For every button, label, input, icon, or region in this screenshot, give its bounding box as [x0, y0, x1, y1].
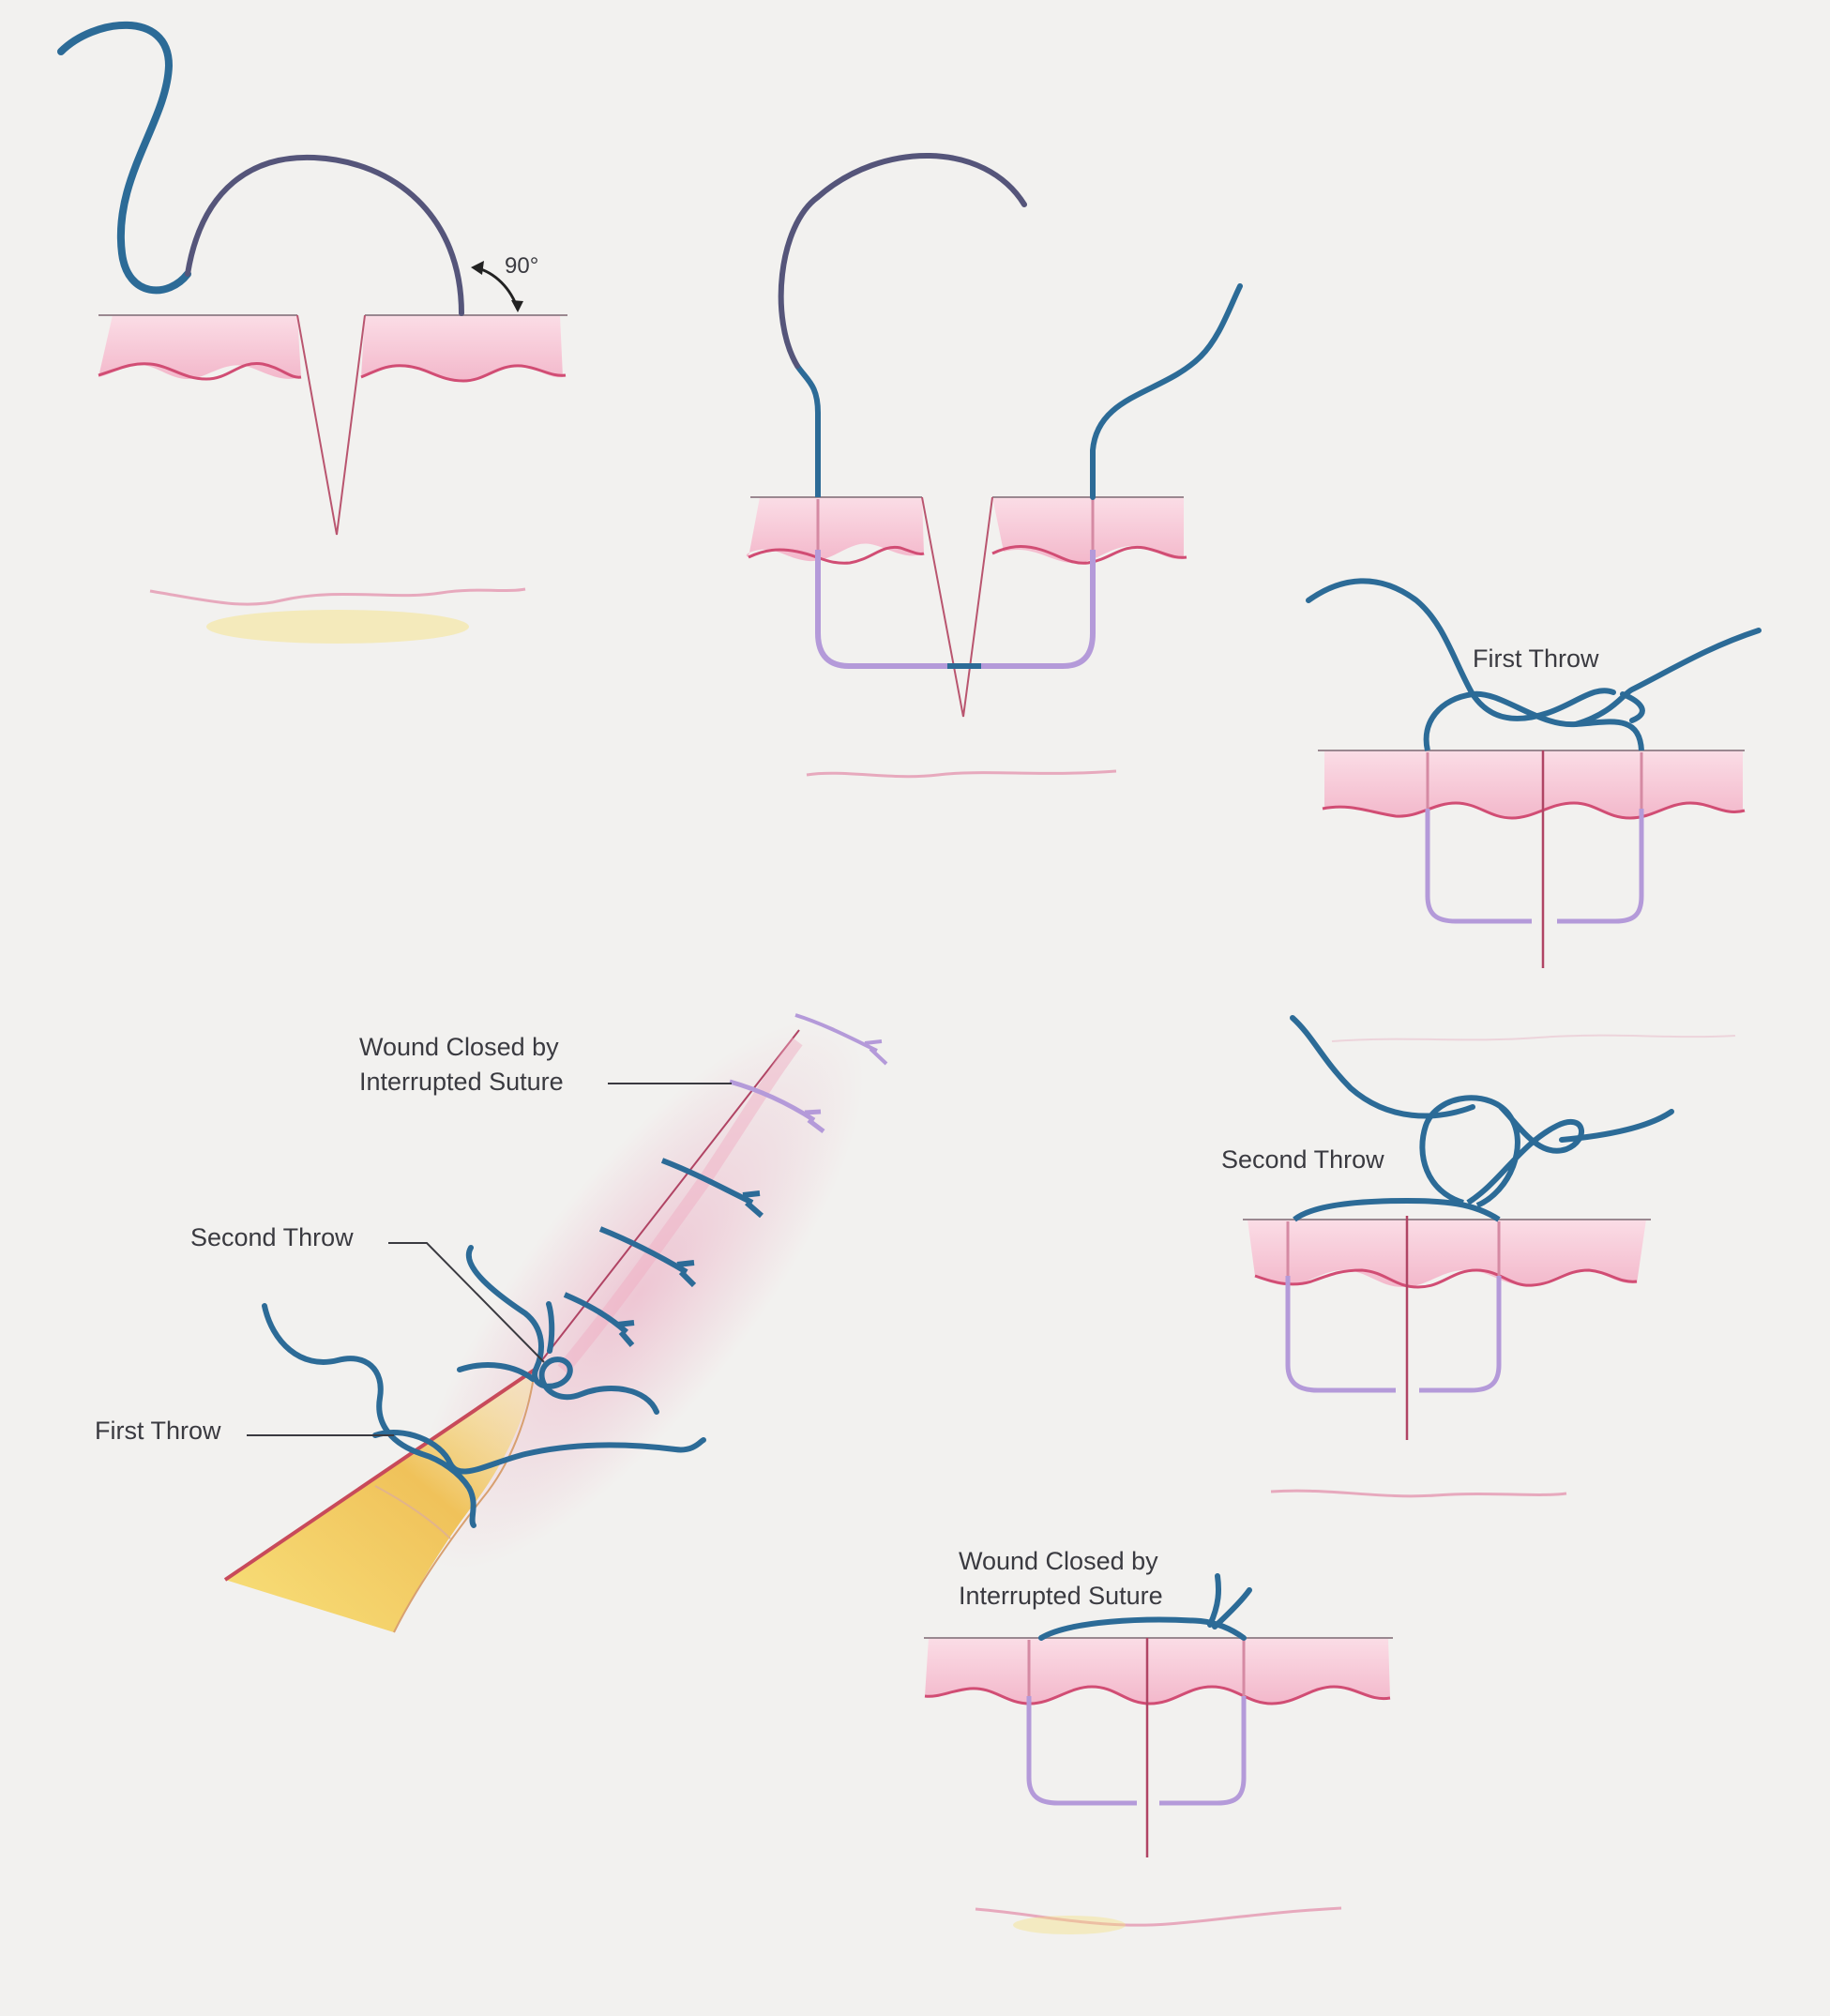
overview-first-throw-label: First Throw — [95, 1414, 221, 1448]
overview-second-throw-label: Second Throw — [190, 1220, 354, 1255]
panel-second-throw — [1243, 1018, 1671, 1496]
skin-right-block — [361, 315, 563, 381]
skin-left-block — [98, 315, 301, 379]
panel-needle-insertion — [61, 25, 567, 644]
overview-closed-label-line1: Wound Closed by — [359, 1030, 559, 1065]
wound-incision — [922, 497, 992, 717]
suture-left-tail — [797, 366, 818, 497]
closed-label-line2: Interrupted Suture — [959, 1579, 1163, 1614]
fat-deposit — [206, 610, 469, 644]
wound-incision — [297, 315, 365, 535]
first-throw-label: First Throw — [1473, 642, 1599, 676]
angle-arrowhead-top-icon — [471, 261, 484, 275]
first-throw-knot — [1427, 694, 1641, 750]
fat-deposit — [1013, 1916, 1126, 1934]
suture-tail-right — [1576, 630, 1759, 724]
suture-surface-span — [1294, 1201, 1499, 1220]
angle-arrowhead-bottom-icon — [511, 300, 523, 312]
overview-closed-label-line2: Interrupted Suture — [359, 1065, 564, 1099]
suture-right-tail — [1093, 286, 1240, 497]
skin-right-block — [992, 497, 1184, 563]
closed-label-line1: Wound Closed by — [959, 1544, 1158, 1579]
subcutaneous-line — [1332, 1036, 1735, 1041]
panel-wound-closed — [924, 1576, 1393, 1934]
suture-thread — [61, 25, 188, 291]
panel-overview — [225, 959, 934, 1632]
panel-needle-through — [747, 156, 1240, 777]
curved-needle — [781, 156, 1024, 366]
angle-label: 90° — [505, 249, 538, 283]
subcutaneous-line — [150, 589, 525, 604]
suture-below-skin — [1428, 809, 1641, 921]
suture-below-skin — [1029, 1696, 1244, 1803]
skin-left-block — [747, 497, 924, 561]
subcutaneous-line — [807, 771, 1116, 777]
skin-block — [1324, 750, 1743, 818]
second-throw-label: Second Throw — [1221, 1143, 1384, 1177]
subcutaneous-line — [1271, 1491, 1566, 1496]
suture-below-skin — [1288, 1276, 1499, 1390]
skin-block — [1248, 1220, 1646, 1287]
curved-needle — [188, 158, 461, 313]
